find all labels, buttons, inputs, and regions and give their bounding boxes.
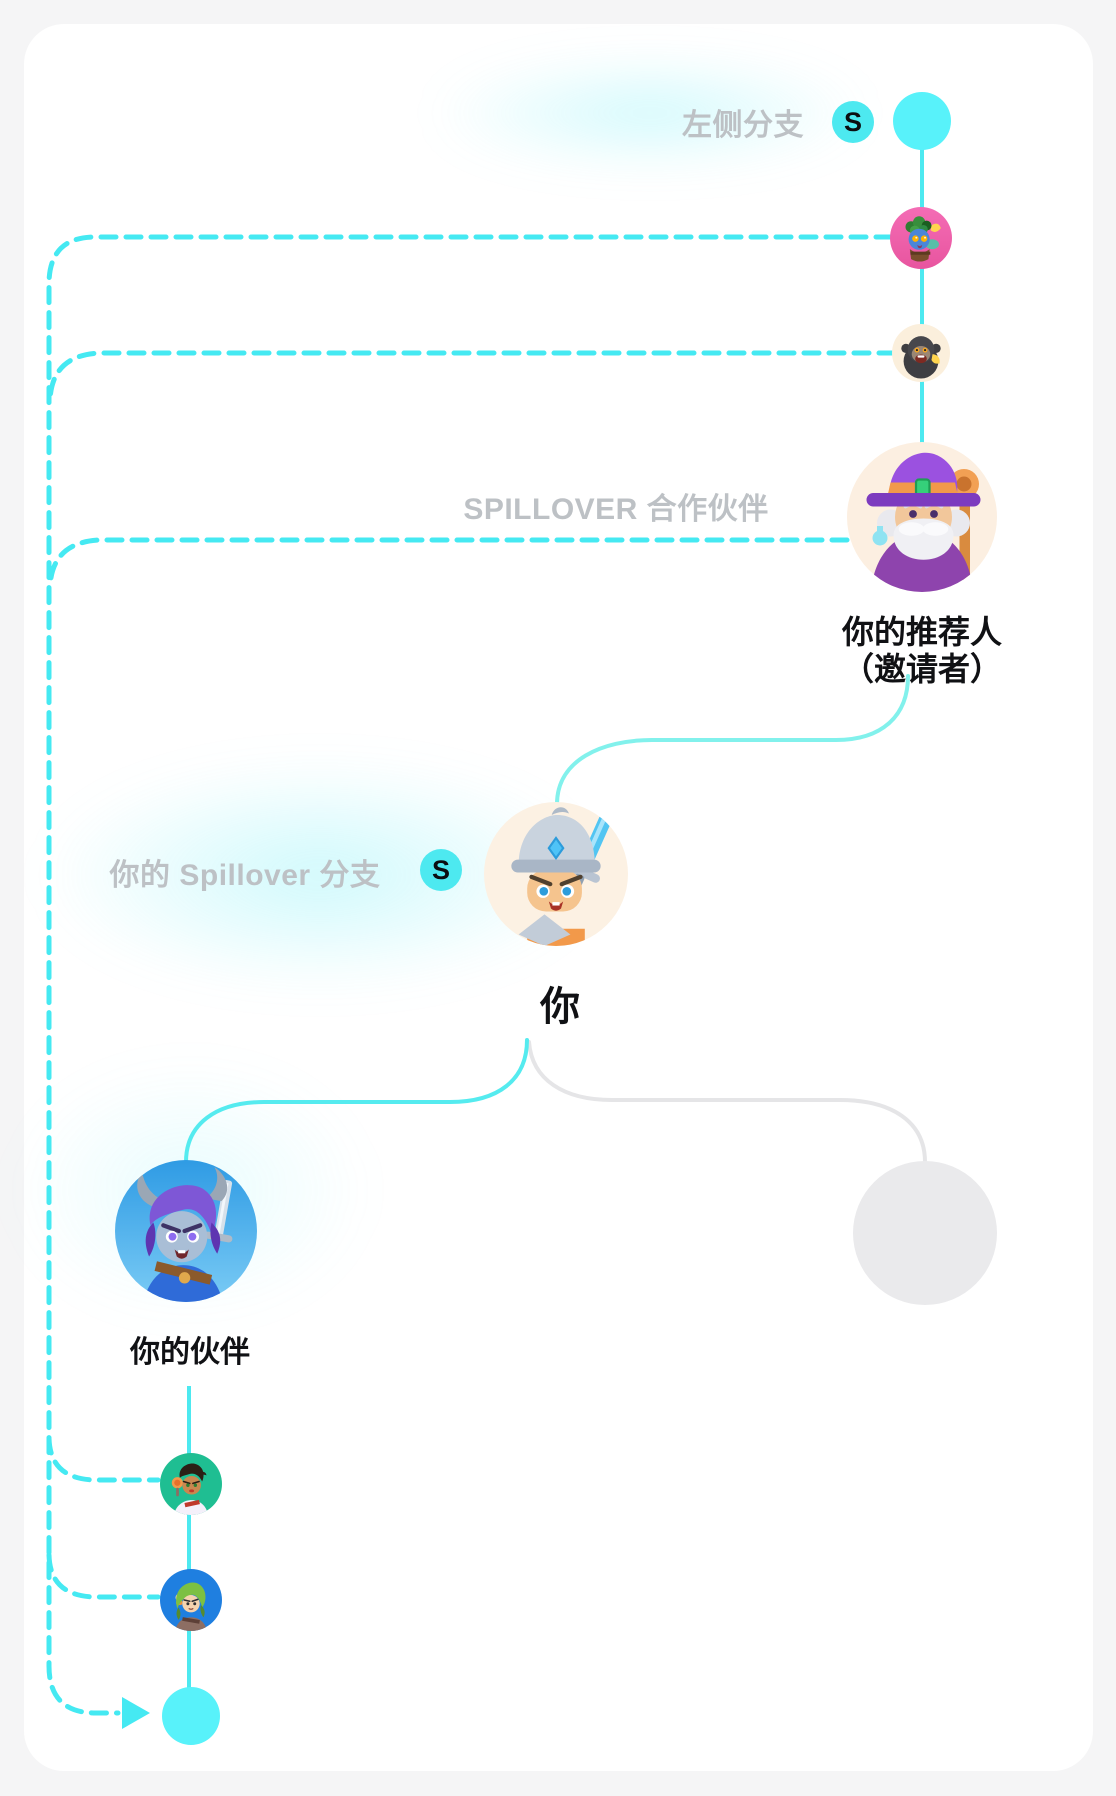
you-avatar[interactable] bbox=[484, 802, 628, 946]
spillover-partner-label: SPILLOVER 合作伙伴 bbox=[463, 493, 769, 526]
left-branch-label: 左侧分支 bbox=[682, 109, 804, 142]
left-branch-s-badge[interactable]: S bbox=[832, 101, 874, 143]
partner-downline-avatar-1[interactable] bbox=[160, 1453, 222, 1515]
referrer-label-line1: 你的推荐人 bbox=[841, 614, 1003, 650]
referrer-label-line2: （邀请者） bbox=[841, 651, 1003, 687]
referrer-label: 你的推荐人 （邀请者） bbox=[842, 614, 1002, 688]
partner-avatar[interactable] bbox=[115, 1160, 257, 1302]
partner-downline-avatar-2[interactable] bbox=[160, 1569, 222, 1631]
wizard-icon bbox=[847, 442, 997, 592]
you-label: 你 bbox=[540, 985, 580, 1029]
your-spillover-branch-label: 你的 Spillover 分支 bbox=[109, 859, 381, 892]
horned-rogue-icon bbox=[115, 1160, 257, 1302]
warrior-icon bbox=[484, 802, 628, 946]
partner-label: 你的伙伴 bbox=[130, 1336, 250, 1369]
torch-fighter-icon bbox=[160, 1453, 222, 1515]
partner-branch-end-node[interactable] bbox=[162, 1687, 220, 1745]
your-spillover-s-badge[interactable]: S bbox=[420, 849, 462, 891]
referrer-avatar[interactable] bbox=[847, 442, 997, 592]
green-archer-icon bbox=[160, 1569, 222, 1631]
spillover-upline-avatar-2[interactable] bbox=[892, 324, 950, 382]
spillover-upline-avatar-1[interactable] bbox=[890, 207, 952, 269]
leaf-monkey-icon bbox=[890, 207, 952, 269]
gorilla-icon bbox=[892, 324, 950, 382]
empty-slot-node[interactable] bbox=[853, 1161, 997, 1305]
left-branch-top-node[interactable] bbox=[893, 92, 951, 150]
